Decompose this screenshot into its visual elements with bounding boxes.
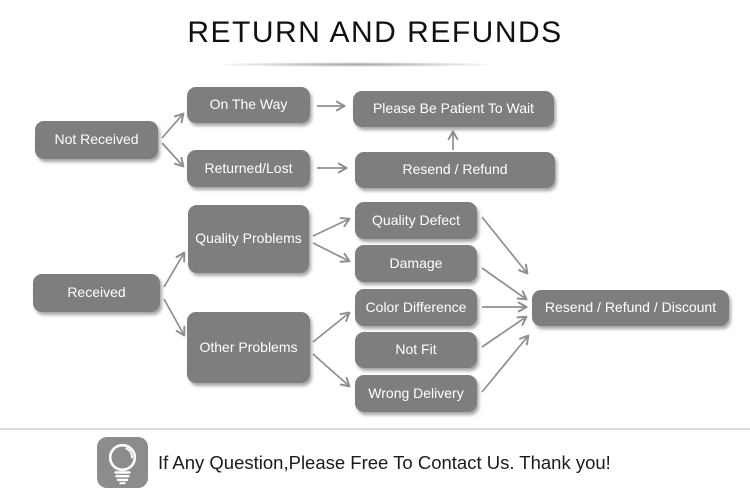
arrow-quality-defect-to-resend-refund-discount bbox=[481, 216, 529, 275]
arrow-quality-problems-to-damage bbox=[312, 242, 351, 263]
flow-node-not-received: Not Received bbox=[35, 121, 158, 159]
footer: If Any Question,Please Free To Contact U… bbox=[97, 437, 611, 488]
arrow-not-received-to-returned-lost bbox=[161, 142, 185, 168]
flow-node-on-the-way: On The Way bbox=[187, 87, 310, 123]
flow-node-resend-refund: Resend / Refund bbox=[355, 152, 555, 188]
flow-node-returned-lost: Returned/Lost bbox=[187, 150, 310, 187]
arrow-damage-to-resend-refund-discount bbox=[481, 267, 528, 301]
flow-node-quality-problems: Quality Problems bbox=[188, 205, 309, 273]
arrow-received-to-other-problems bbox=[163, 298, 186, 337]
flow-node-other-problems: Other Problems bbox=[187, 312, 310, 383]
footer-text: If Any Question,Please Free To Contact U… bbox=[158, 451, 611, 473]
flow-node-color-difference: Color Difference bbox=[355, 289, 477, 326]
arrow-not-fit-to-resend-refund-discount bbox=[481, 315, 528, 348]
flow-node-damage: Damage bbox=[355, 245, 477, 282]
arrow-quality-problems-to-quality-defect bbox=[312, 217, 351, 237]
flow-node-not-fit: Not Fit bbox=[355, 332, 477, 368]
arrow-not-received-to-on-the-way bbox=[161, 112, 185, 139]
flow-node-quality-defect: Quality Defect bbox=[355, 202, 477, 239]
lightbulb-icon bbox=[97, 437, 148, 488]
flow-node-resend-refund-discount: Resend / Refund / Discount bbox=[532, 290, 729, 326]
page-title: RETURN AND REFUNDS bbox=[187, 16, 563, 49]
arrow-received-to-quality-problems bbox=[163, 251, 186, 288]
arrow-other-problems-to-color-difference bbox=[312, 311, 351, 343]
flow-node-wrong-delivery: Wrong Delivery bbox=[355, 375, 477, 412]
footer-divider bbox=[0, 428, 750, 430]
flow-node-received: Received bbox=[33, 274, 160, 312]
title-underline-decoration bbox=[158, 61, 554, 68]
arrow-wrong-delivery-to-resend-refund-discount bbox=[481, 334, 530, 393]
arrow-other-problems-to-wrong-delivery bbox=[312, 353, 351, 388]
flow-node-please-be-patient: Please Be Patient To Wait bbox=[353, 91, 554, 127]
